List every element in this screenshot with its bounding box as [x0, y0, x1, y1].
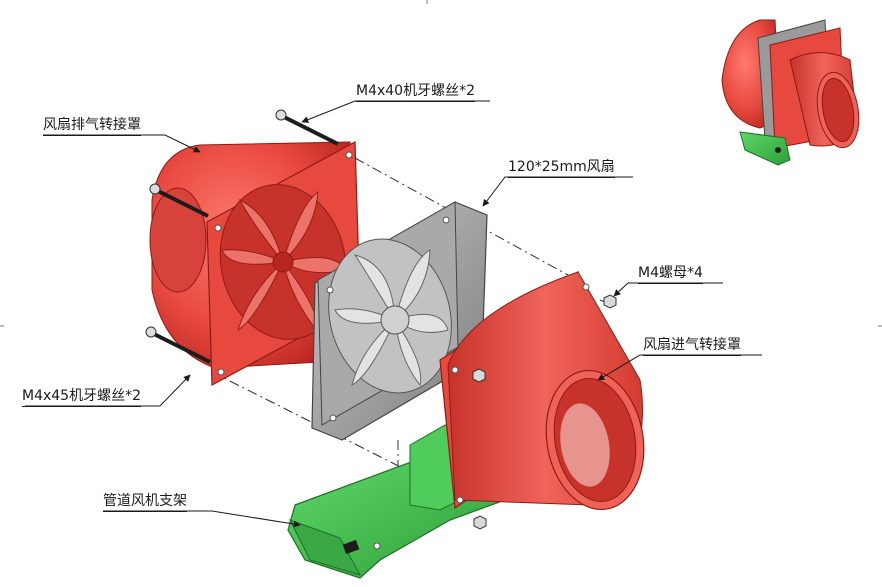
label-fan: 120*25mm风扇: [508, 159, 615, 178]
label-screw-m4x40-text: M4x40机牙螺丝*2: [356, 83, 475, 99]
label-fan-text: 120*25mm风扇: [508, 159, 615, 175]
label-bracket-text: 管道风机支架: [103, 493, 187, 509]
label-nut-m4: M4螺母*4: [638, 265, 703, 284]
intake-adapter-part: [439, 270, 645, 511]
label-screw-m4x45: M4x45机牙螺丝*2: [22, 388, 141, 407]
label-bracket: 管道风机支架: [103, 493, 187, 512]
label-nut-m4-text: M4螺母*4: [638, 265, 703, 281]
assembled-inset-view: [721, 19, 860, 166]
label-screw-m4x45-text: M4x45机牙螺丝*2: [22, 388, 141, 404]
label-intake-adapter-text: 风扇进气转接罩: [643, 337, 741, 353]
label-exhaust-adapter-text: 风扇排气转接罩: [43, 117, 141, 133]
screw-m4x45-part: [145, 326, 211, 364]
nut-m4-part: [472, 294, 617, 530]
screw-m4x40-part: [149, 109, 339, 218]
label-screw-m4x40: M4x40机牙螺丝*2: [356, 83, 475, 102]
bracket-part: [287, 424, 506, 579]
label-exhaust-adapter: 风扇排气转接罩: [43, 117, 141, 136]
label-intake-adapter: 风扇进气转接罩: [643, 337, 741, 356]
